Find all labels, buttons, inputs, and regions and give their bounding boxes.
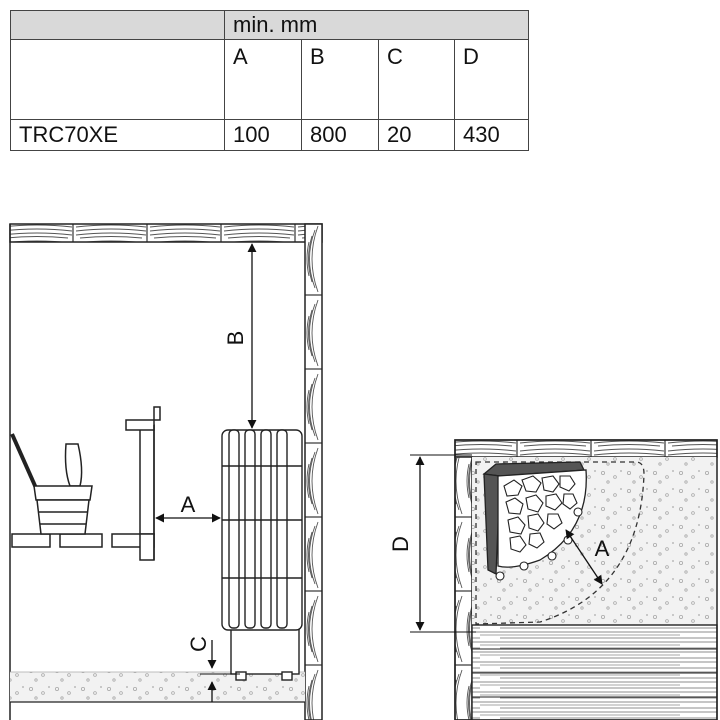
table-row: TRC70XE 100 800 20 430: [10, 119, 529, 151]
side-wall-boards: [304, 223, 323, 720]
floor: [10, 672, 305, 702]
sauna-heater: [221, 429, 303, 681]
dimension-c-label: C: [186, 636, 211, 652]
plan-dimension-a-label: A: [595, 536, 610, 561]
side-elevation-drawing: B A C: [9, 223, 323, 720]
table-empty-cell: [10, 39, 225, 120]
value-d: 430: [454, 119, 529, 151]
plan-dimension-a-arrow: [565, 529, 603, 585]
bench: [11, 406, 161, 561]
column-header-c: C: [378, 39, 455, 120]
plan-top-wall: [454, 439, 718, 458]
dimension-a-label: A: [181, 492, 196, 517]
plan-left-wall: [454, 456, 473, 720]
dimension-d-label: D: [388, 536, 413, 552]
model-name: TRC70XE: [10, 119, 225, 151]
ceiling-boards: [9, 223, 323, 243]
table-corner-cell: [10, 10, 225, 40]
dimension-b-label: B: [223, 331, 248, 346]
value-a: 100: [224, 119, 302, 151]
plan-view-drawing: D A: [388, 439, 718, 720]
value-c: 20: [378, 119, 455, 151]
corner-heater: [482, 461, 587, 581]
sauna-bucket-icon: [10, 433, 93, 535]
clearance-zone: [475, 461, 645, 625]
clearance-table: min. mm A B C D TRC70XE 100 800 20 430: [10, 10, 529, 151]
